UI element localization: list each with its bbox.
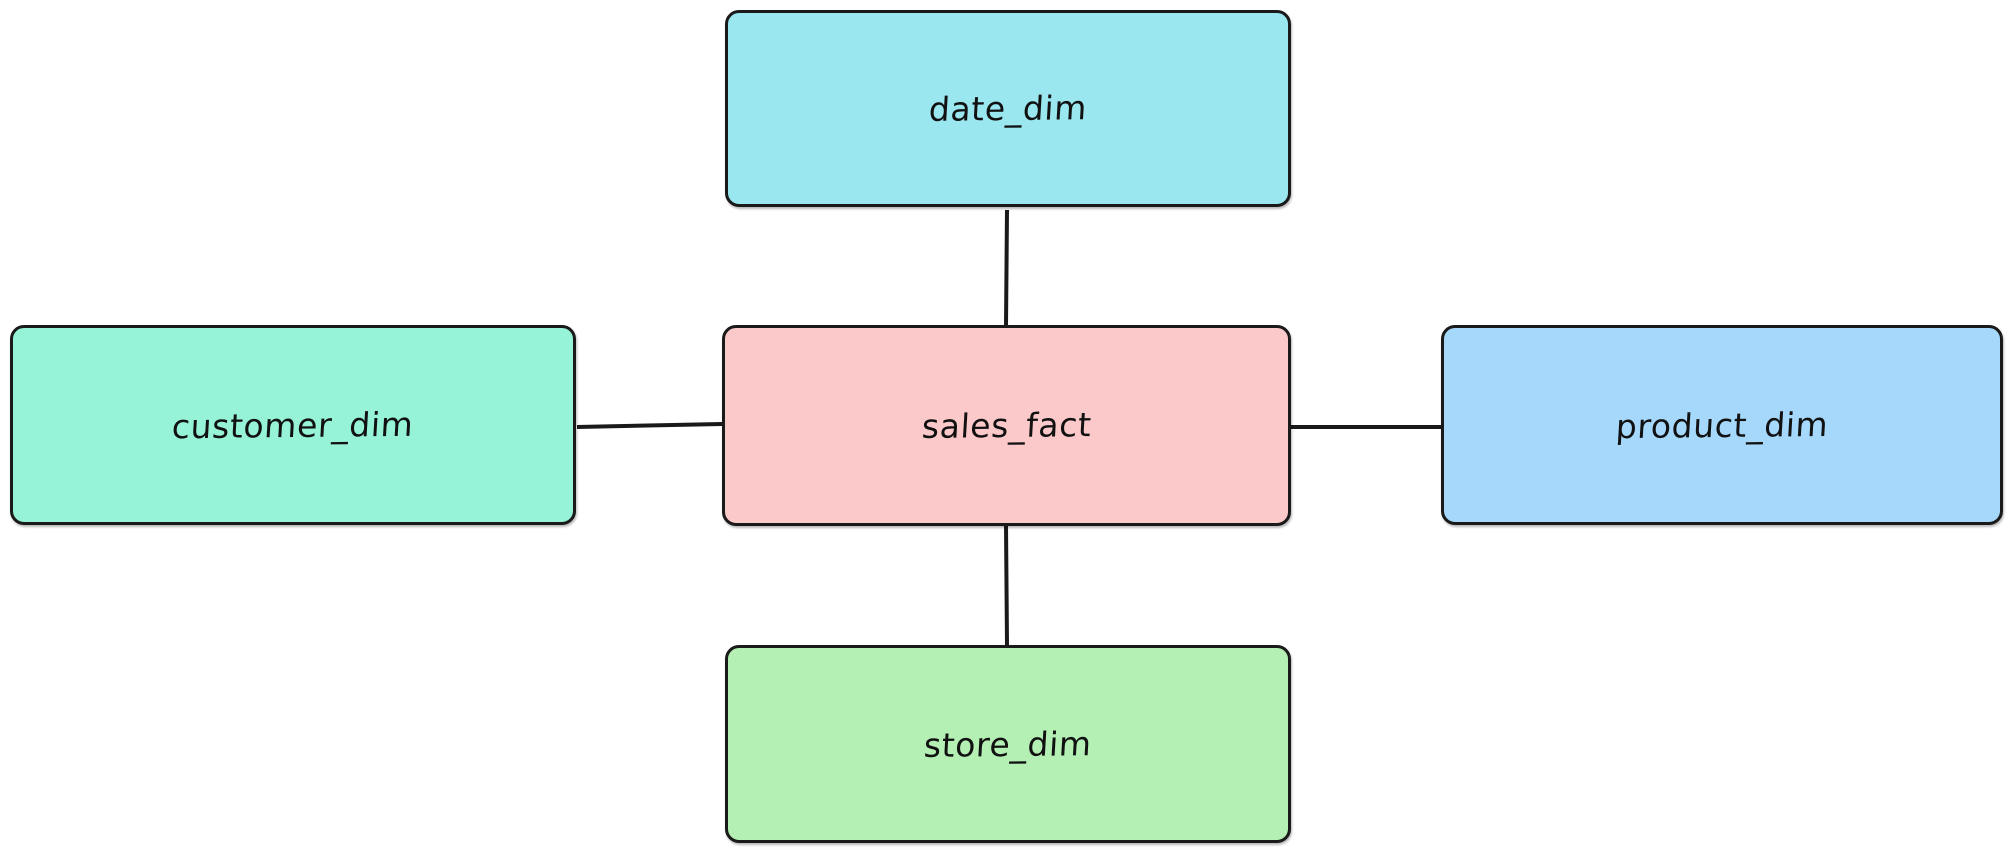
node-date-dim[interactable]: date_dim [725, 10, 1291, 207]
node-customer-dim-label: customer_dim [171, 404, 415, 446]
node-store-dim-label: store_dim [922, 723, 1094, 765]
node-product-dim[interactable]: product_dim [1441, 325, 2003, 525]
node-date-dim-label: date_dim [927, 88, 1089, 129]
edge-date-dim-to-sales-fact [1004, 209, 1009, 327]
node-store-dim[interactable]: store_dim [725, 645, 1291, 843]
node-customer-dim[interactable]: customer_dim [10, 325, 576, 525]
node-sales-fact[interactable]: sales_fact [722, 325, 1291, 526]
node-sales-fact-label: sales_fact [920, 405, 1093, 446]
node-product-dim-label: product_dim [1614, 404, 1830, 446]
edge-customer-dim-to-sales-fact [576, 422, 723, 429]
edge-sales-fact-to-store-dim [1004, 524, 1009, 646]
